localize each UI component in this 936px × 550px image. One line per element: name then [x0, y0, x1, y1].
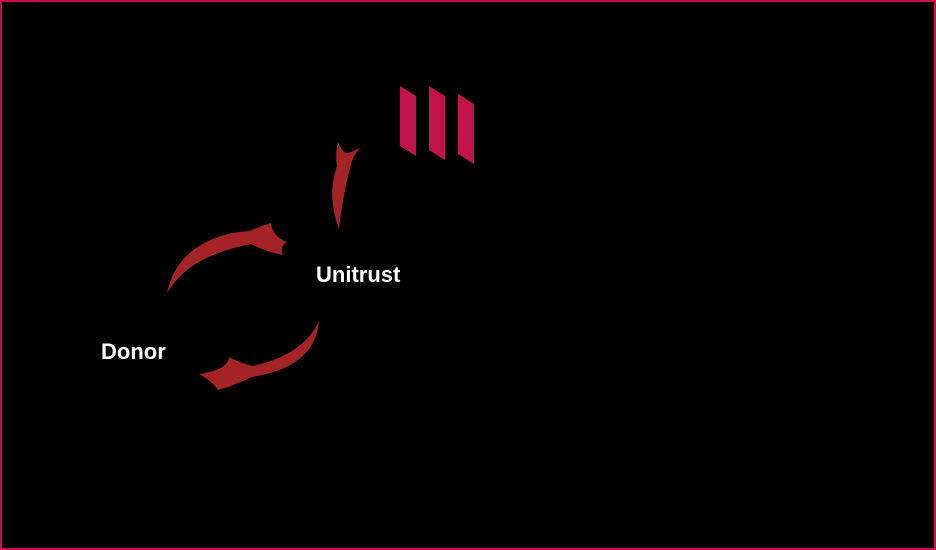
unitrust-label: Unitrust: [316, 262, 401, 287]
charity-logo-icon: [400, 86, 474, 164]
logo-bar-2: [429, 86, 445, 160]
logo-bar-3: [458, 94, 474, 164]
arrow-unitrust-to-charity-icon: [332, 142, 360, 229]
logo-bar-1: [400, 86, 416, 156]
arrow-unitrust-to-donor-icon: [199, 321, 319, 390]
arrow-donor-to-unitrust-icon: [167, 223, 287, 293]
donor-label: Donor: [101, 339, 166, 364]
